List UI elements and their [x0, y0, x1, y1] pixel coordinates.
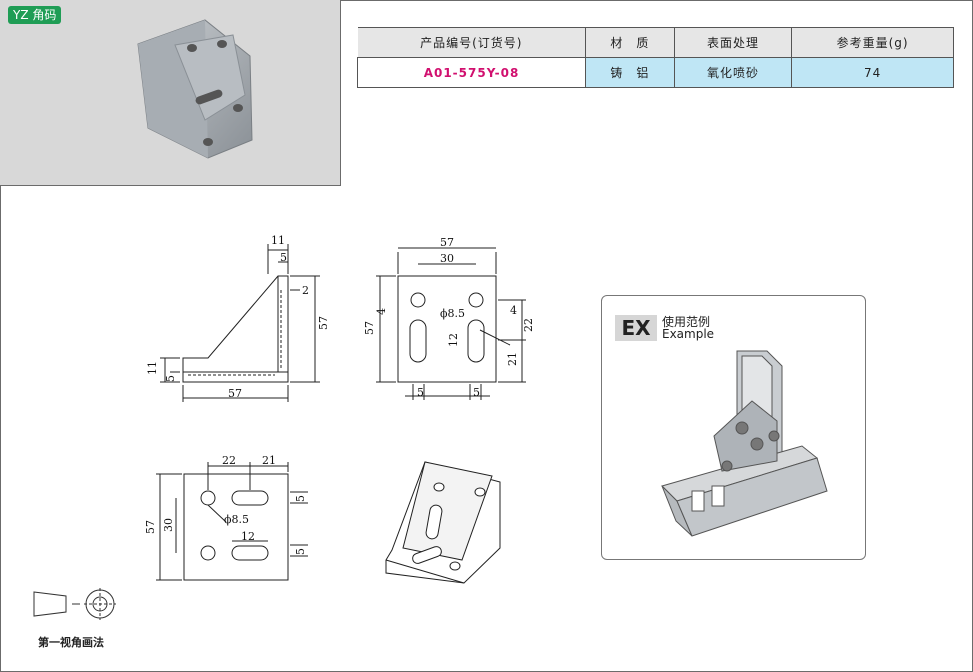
- dim-front-right-21: 21: [506, 352, 519, 366]
- example-title-en: Example: [662, 327, 715, 341]
- spec-table: 产品编号(订货号) 材 质 表面处理 参考重量(g) A01-575Y-08 铸…: [356, 27, 954, 88]
- dim-front-right-22: 22: [522, 318, 535, 332]
- top-view-dims: 22 21 57 30 ϕ8.5 12 5 5: [144, 454, 307, 555]
- dim-front-right-small: 4: [510, 304, 517, 317]
- top-view-drawing: [156, 462, 308, 581]
- dim-front-height: 57: [363, 321, 376, 335]
- side-view-drawing: [160, 244, 320, 402]
- cell-surface: 氧化喷砂: [673, 57, 793, 88]
- dim-top-height: 57: [144, 520, 157, 534]
- dim-front-width: 57: [440, 236, 454, 249]
- dim-top-w22: 22: [222, 454, 236, 467]
- cell-code: A01-575Y-08: [356, 57, 587, 88]
- dim-side-top-inner: 5: [280, 251, 287, 264]
- dim-top-slot: 12: [241, 530, 255, 543]
- header-material: 材 质: [585, 27, 675, 58]
- cell-weight: 74: [791, 57, 954, 88]
- example-illustration: [661, 350, 828, 537]
- dim-side-left-height: 11: [146, 361, 159, 375]
- dim-top-w21: 21: [262, 454, 276, 467]
- dim-side-left-small: 5: [164, 375, 177, 382]
- dim-front-hole-spacing: 30: [440, 252, 454, 265]
- dim-top-hole-dia: ϕ8.5: [224, 513, 249, 526]
- dim-front-bottom-left: 5: [417, 386, 424, 399]
- header-weight: 参考重量(g): [791, 27, 954, 58]
- dim-side-bottom: 57: [228, 387, 242, 400]
- product-photo-panel: YZ 角码: [0, 0, 341, 186]
- example-title-cn: 使用范例: [662, 315, 711, 329]
- example-panel: EX 使用范例 Example: [601, 295, 866, 560]
- dim-top-h30: 30: [162, 518, 175, 532]
- cell-material: 铸 铝: [585, 57, 675, 88]
- dim-top-right-small-top: 5: [294, 495, 307, 502]
- side-view-dims: 11 5 2 57 11 5 57: [146, 234, 330, 400]
- spec-table-header: 产品编号(订货号) 材 质 表面处理 参考重量(g): [357, 27, 954, 58]
- dim-front-left-small: 4: [375, 308, 388, 315]
- dim-side-right-small: 2: [302, 284, 309, 297]
- product-tag: YZ 角码: [8, 6, 62, 24]
- spec-table-row: A01-575Y-08 铸 铝 氧化喷砂 74: [356, 57, 954, 88]
- dim-side-top: 11: [271, 234, 285, 247]
- projection-label: 第一视角画法: [38, 636, 104, 649]
- dim-side-height: 57: [317, 316, 330, 330]
- projection-symbol: [33, 588, 116, 620]
- front-view-drawing: [376, 247, 526, 400]
- front-view-dims: 57 30 57 4 ϕ8.5 12 4 22 21 5 5: [363, 236, 535, 399]
- isometric-drawing: [385, 461, 501, 584]
- dim-front-hole-dia: ϕ8.5: [440, 307, 465, 320]
- dim-front-slot: 12: [447, 333, 460, 347]
- dim-front-bottom-right: 5: [473, 386, 480, 399]
- header-code: 产品编号(订货号): [357, 27, 587, 58]
- example-badge: EX: [615, 315, 657, 341]
- product-photo: [137, 19, 253, 159]
- header-surface: 表面处理: [673, 27, 793, 58]
- dim-top-right-small-bottom: 5: [294, 548, 307, 555]
